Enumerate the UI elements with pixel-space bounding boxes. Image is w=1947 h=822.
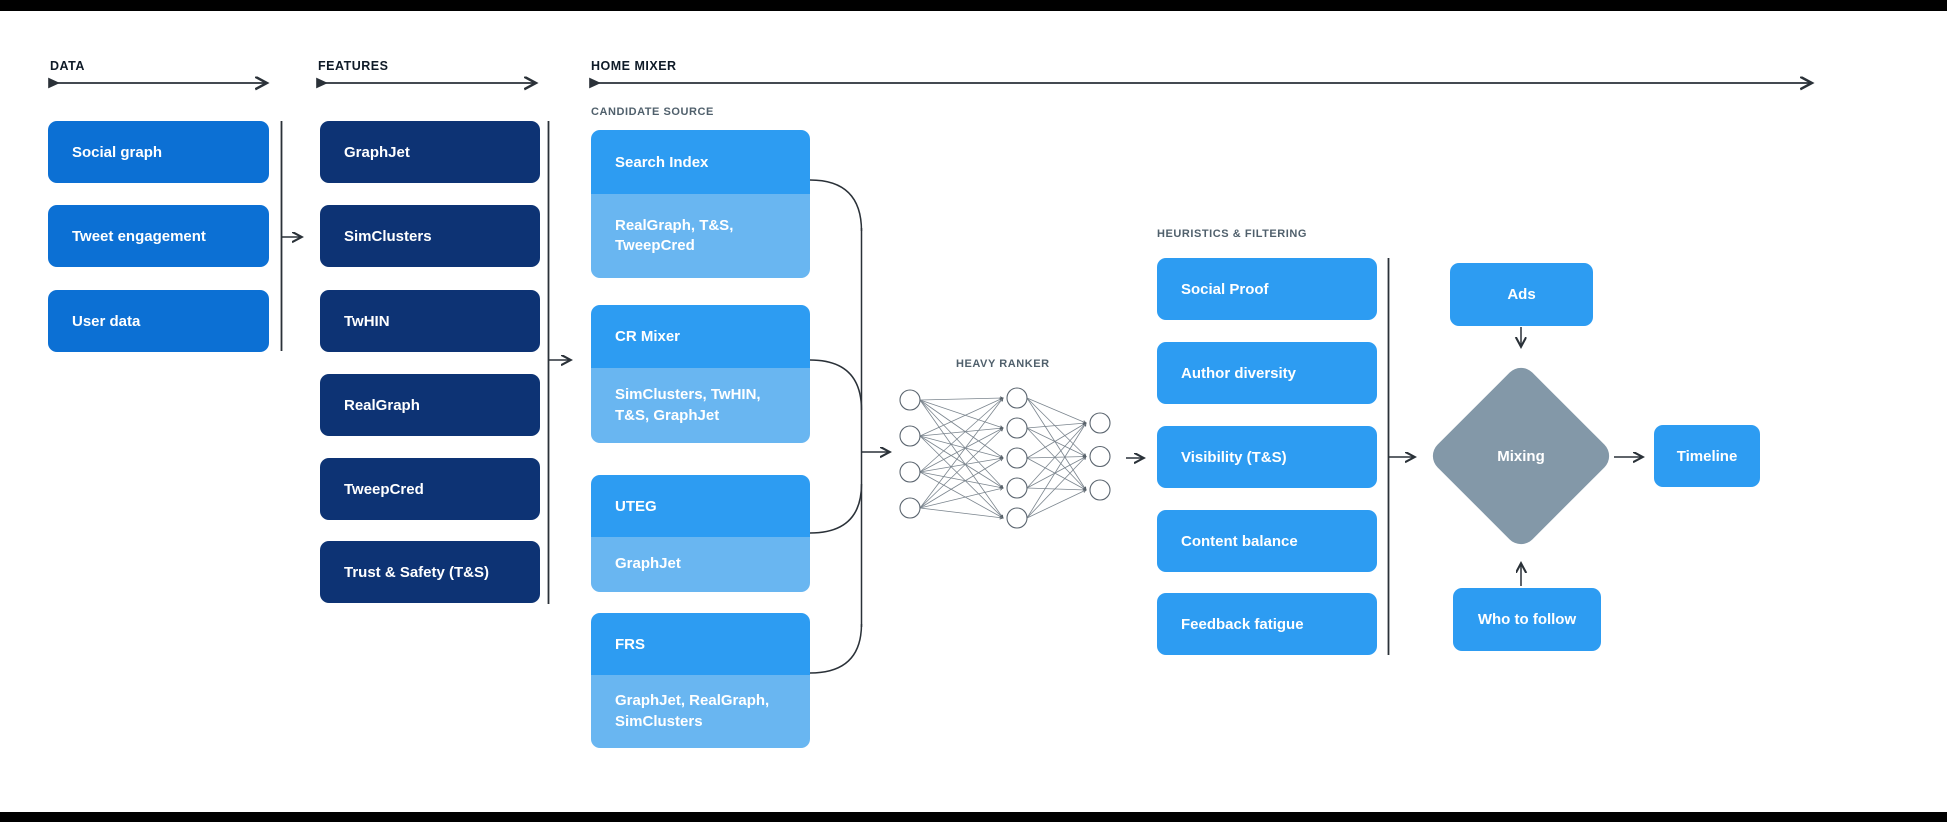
candidate-group-cr-mixer: CR Mixer SimClusters, TwHIN, T&S, GraphJ… [591,305,810,443]
timeline-box: Timeline [1654,425,1760,487]
candidate-name: CR Mixer [591,305,810,368]
feature-box-graphjet: GraphJet [320,121,540,183]
heuristic-box-visibility: Visibility (T&S) [1157,426,1377,488]
candidate-name: Search Index [591,130,810,194]
feature-box-realgraph: RealGraph [320,374,540,436]
section-header-data: DATA [50,59,85,73]
candidate-sources: GraphJet [591,537,810,592]
heuristic-box-social-proof: Social Proof [1157,258,1377,320]
candidate-group-frs: FRS GraphJet, RealGraph, SimClusters [591,613,810,748]
candidate-name: FRS [591,613,810,675]
feature-box-trust-safety: Trust & Safety (T&S) [320,541,540,603]
candidate-sources: RealGraph, T&S, TweepCred [591,194,810,278]
who-to-follow-box: Who to follow [1453,588,1601,651]
top-letterbox-bar [0,0,1947,11]
bottom-letterbox-bar [0,812,1947,822]
heuristic-box-author-diversity: Author diversity [1157,342,1377,404]
candidate-source-label: CANDIDATE SOURCE [591,106,714,118]
section-header-home-mixer: HOME MIXER [591,59,677,73]
heuristics-label: HEURISTICS & FILTERING [1157,228,1308,240]
candidate-group-uteg: UTEG GraphJet [591,475,810,592]
feature-box-twhin: TwHIN [320,290,540,352]
data-box-user-data: User data [48,290,269,352]
data-box-tweet-engagement: Tweet engagement [48,205,269,267]
data-box-social-graph: Social graph [48,121,269,183]
section-header-features: FEATURES [318,59,389,73]
heuristic-box-content-balance: Content balance [1157,510,1377,572]
candidate-sources: SimClusters, TwHIN, T&S, GraphJet [591,368,810,443]
ads-box: Ads [1450,263,1593,326]
feature-box-tweepcred: TweepCred [320,458,540,520]
heuristic-box-feedback-fatigue: Feedback fatigue [1157,593,1377,655]
feature-box-simclusters: SimClusters [320,205,540,267]
mixing-diamond-label: Mixing [1497,447,1545,465]
candidate-group-search-index: Search Index RealGraph, T&S, TweepCred [591,130,810,278]
heavy-ranker-label: HEAVY RANKER [956,358,1050,370]
candidate-name: UTEG [591,475,810,537]
candidate-sources: GraphJet, RealGraph, SimClusters [591,675,810,748]
